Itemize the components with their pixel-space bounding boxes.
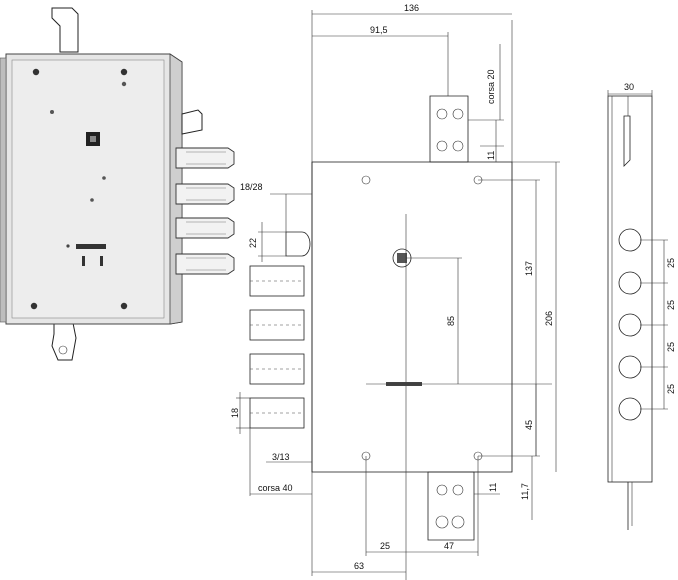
dim-top-stroke: corsa 20: [486, 69, 496, 104]
dim-backset-63: 63: [354, 561, 364, 571]
dim-bottom-stroke: corsa 40: [258, 483, 293, 493]
dim-backset-47: 47: [444, 541, 454, 551]
dim-side-width: 30: [624, 82, 634, 92]
dim-overall-width: 136: [404, 3, 419, 13]
side-view: 30 25 25 25 25: [607, 82, 676, 530]
dim-bolt-dia: 18: [230, 408, 240, 418]
dim-side-pitch-3: 25: [666, 342, 676, 352]
dim-bolt-pitch: 22: [248, 238, 258, 248]
dim-spindle-height: 137: [524, 261, 534, 276]
lock-illustration: [0, 7, 235, 361]
dim-total-height: 206: [544, 311, 554, 326]
dim-backset-25: 25: [380, 541, 390, 551]
dim-keyhole-height: 85: [446, 316, 456, 326]
dim-side-pitch-2: 25: [666, 300, 676, 310]
dim-to-spindle: 91,5: [370, 25, 388, 35]
dim-bottom-offset: 11: [488, 483, 498, 492]
dim-bottom-gap: 3/13: [272, 452, 290, 462]
dim-top-offset: 11: [486, 151, 496, 160]
dim-bolt-spec: 18/28: [240, 182, 263, 192]
dim-side-pitch-1: 25: [666, 258, 676, 268]
dim-bottom-height: 11,7: [520, 483, 530, 500]
dim-low-distance: 45: [524, 420, 534, 430]
front-elevation: 136 91,5 corsa 20 11 18/28 22 85 137 206…: [230, 3, 560, 580]
dim-side-pitch-4: 25: [666, 384, 676, 394]
